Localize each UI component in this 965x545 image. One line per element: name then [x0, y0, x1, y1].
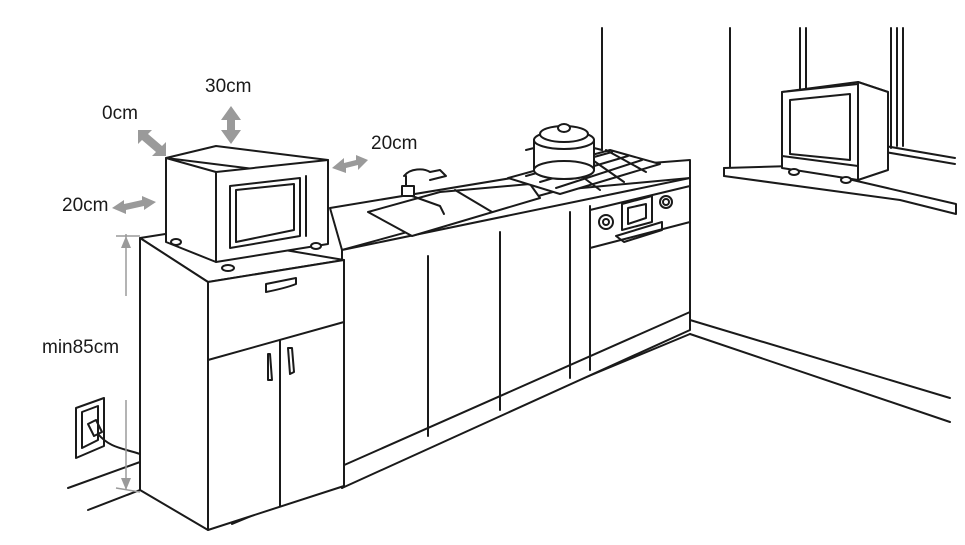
- right-clearance-label: 20cm: [371, 133, 418, 154]
- wall-outlet: [75, 397, 141, 459]
- right-clearance-arrow: [332, 155, 368, 173]
- back-clearance-arrow: [138, 130, 166, 156]
- left-clearance-arrow: [112, 196, 156, 214]
- min-height-label: min85cm: [42, 337, 120, 358]
- cabinet-stand: [139, 231, 345, 531]
- cooking-pot: [525, 123, 603, 180]
- sink: [367, 168, 541, 237]
- top-clearance-arrow: [221, 106, 241, 144]
- microwave: [165, 145, 329, 272]
- top-clearance-label: 30cm: [205, 76, 252, 97]
- oven: [589, 185, 691, 249]
- left-clearance-label: 20cm: [62, 195, 109, 216]
- back-clearance-label: 0cm: [102, 103, 138, 124]
- window-appliance: [781, 81, 889, 184]
- height-dimension: [115, 234, 141, 493]
